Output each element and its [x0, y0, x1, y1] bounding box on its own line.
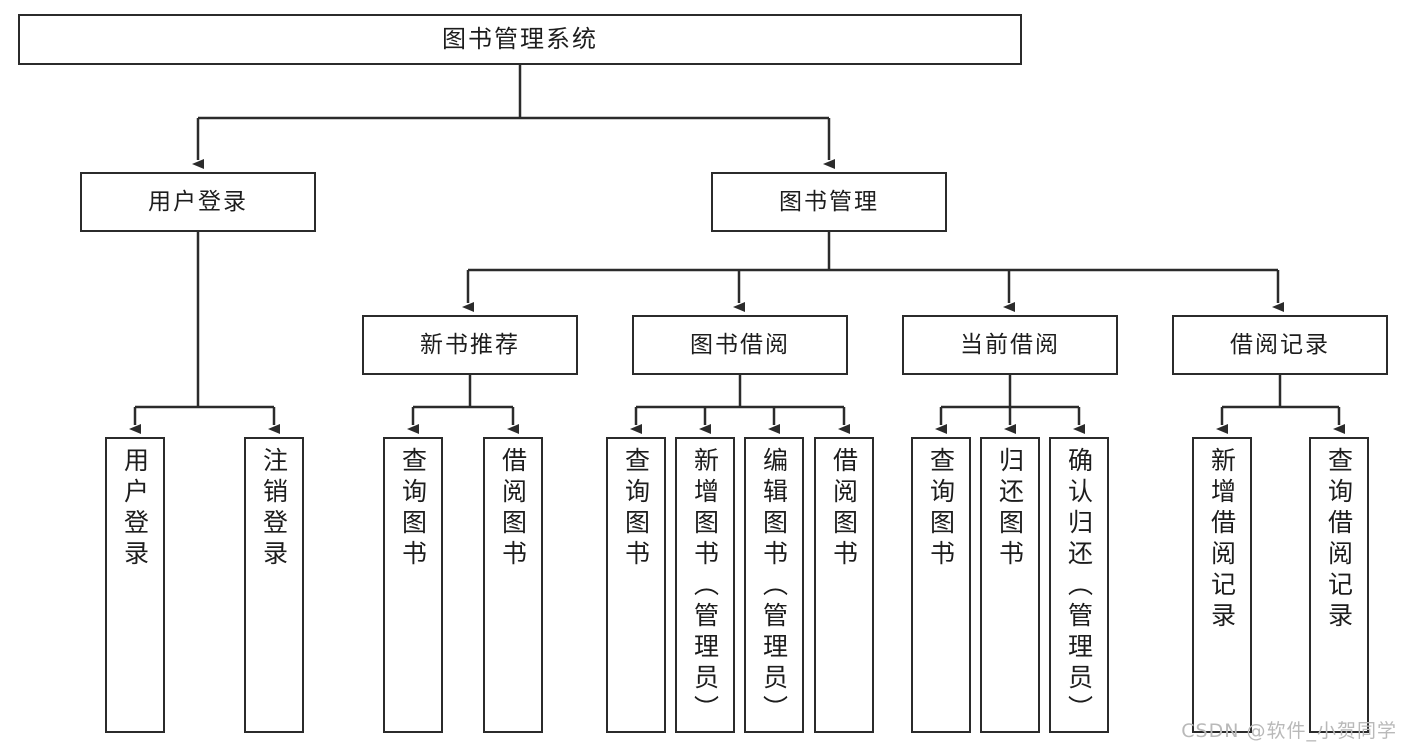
leaf-current-borrow-return[interactable]: 归还图书: [980, 437, 1040, 733]
node-label: 查询图书: [926, 447, 956, 571]
node-label: 用户登录: [148, 188, 248, 215]
leaf-current-borrow-query[interactable]: 查询图书: [911, 437, 971, 733]
node-label: 查询图书: [398, 447, 428, 571]
node-label: 查询借阅记录: [1324, 447, 1354, 633]
node-borrow-record[interactable]: 借阅记录: [1172, 315, 1388, 375]
node-label: 新书推荐: [420, 331, 520, 358]
edge-root-to-level2: [192, 65, 835, 169]
edge-new-book-to-leaves: [407, 375, 519, 434]
leaf-current-borrow-confirm-return[interactable]: 确认归还（管理员）: [1049, 437, 1109, 733]
node-book-borrow[interactable]: 图书借阅: [632, 315, 848, 375]
node-label: 借阅图书: [829, 447, 859, 571]
leaf-user-login-logout[interactable]: 注销登录: [244, 437, 304, 733]
node-label: 编辑图书（管理员）: [759, 447, 789, 726]
node-book-management[interactable]: 图书管理: [711, 172, 947, 232]
leaf-book-borrow-edit[interactable]: 编辑图书（管理员）: [744, 437, 804, 733]
leaf-book-borrow-query[interactable]: 查询图书: [606, 437, 666, 733]
node-label: 当前借阅: [960, 331, 1060, 358]
node-label: 图书管理系统: [442, 24, 598, 53]
node-label: 用户登录: [120, 447, 150, 571]
node-label: 借阅记录: [1230, 331, 1330, 358]
node-label: 新增借阅记录: [1207, 447, 1237, 633]
edge-book-borrow-to-leaves: [630, 375, 850, 434]
node-current-borrow[interactable]: 当前借阅: [902, 315, 1118, 375]
node-label: 确认归还（管理员）: [1064, 447, 1094, 726]
node-label: 新增图书（管理员）: [690, 447, 720, 726]
leaf-new-book-borrow[interactable]: 借阅图书: [483, 437, 543, 733]
leaf-new-book-query[interactable]: 查询图书: [383, 437, 443, 733]
node-label: 图书借阅: [690, 331, 790, 358]
leaf-borrow-record-query[interactable]: 查询借阅记录: [1309, 437, 1369, 733]
edge-current-borrow-to-leaves: [935, 375, 1085, 434]
node-label: 查询图书: [621, 447, 651, 571]
node-user-login[interactable]: 用户登录: [80, 172, 316, 232]
leaf-book-borrow-borrow[interactable]: 借阅图书: [814, 437, 874, 733]
node-label: 注销登录: [259, 447, 289, 571]
leaf-book-borrow-add[interactable]: 新增图书（管理员）: [675, 437, 735, 733]
node-root-system[interactable]: 图书管理系统: [18, 14, 1022, 65]
node-new-book-recommend[interactable]: 新书推荐: [362, 315, 578, 375]
leaf-borrow-record-add[interactable]: 新增借阅记录: [1192, 437, 1252, 733]
edge-borrow-record-to-leaves: [1216, 375, 1345, 434]
edge-user-login-to-leaves: [129, 232, 280, 434]
csdn-watermark: CSDN @软件_小贺同学: [1181, 720, 1397, 742]
edge-book-mgmt-to-level3: [462, 232, 1284, 312]
node-label: 归还图书: [995, 447, 1025, 571]
node-label: 借阅图书: [498, 447, 528, 571]
leaf-user-login-login[interactable]: 用户登录: [105, 437, 165, 733]
node-label: 图书管理: [779, 188, 879, 215]
